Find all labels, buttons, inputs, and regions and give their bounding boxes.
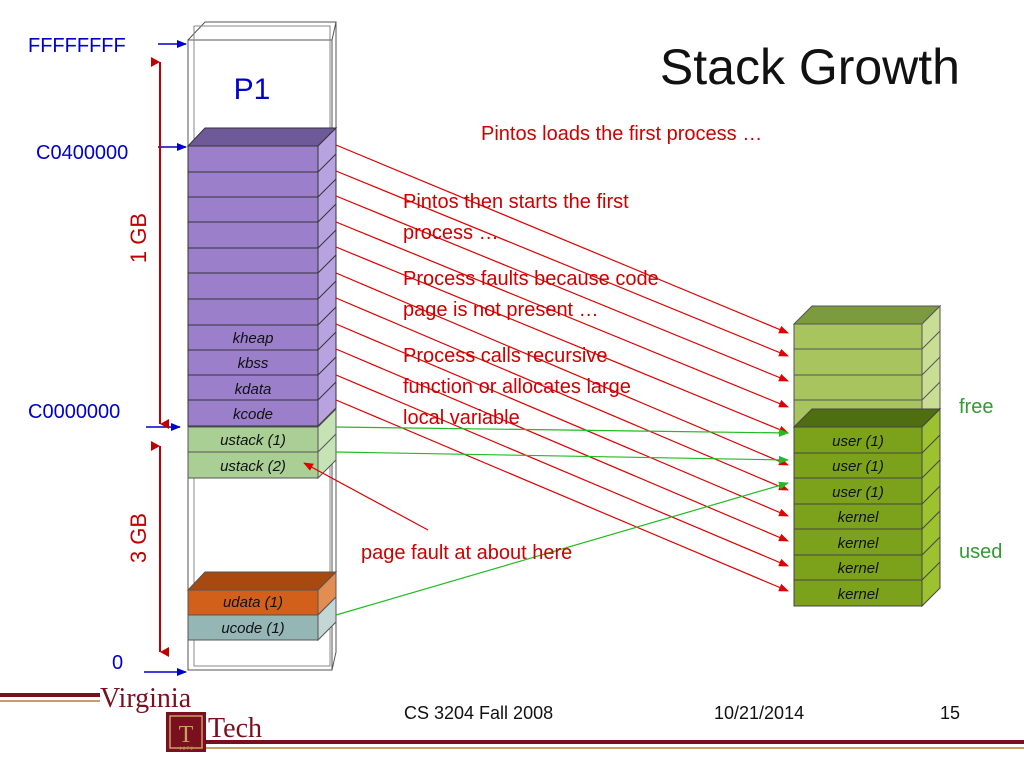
- narrative-recurse-line3: local variable: [403, 407, 520, 429]
- process-label: P1: [234, 73, 271, 106]
- frame-kernel-b: kernel: [838, 535, 880, 552]
- used-frame-pool: [792, 407, 942, 608]
- page-fault-pointer: [303, 462, 429, 531]
- size-label-3gb: 3 GB: [126, 513, 151, 563]
- used-label: used: [959, 541, 1002, 563]
- address-c0400000: C0400000: [36, 142, 128, 164]
- slide-title: Stack Growth: [660, 39, 960, 95]
- narrative-start-line1: Pintos then starts the first: [403, 191, 629, 213]
- svg-text:Tech: Tech: [208, 713, 262, 744]
- virginia-tech-logo: Virginia T 1 8 7 2 Tech: [100, 683, 262, 752]
- narrative-fault-line1: Process faults because code: [403, 268, 659, 290]
- segment-kheap: kheap: [233, 330, 274, 347]
- size-label-1gb: 1 GB: [126, 213, 151, 263]
- narrative-fault-line2: page is not present …: [403, 299, 599, 321]
- segment-udata: udata (1): [223, 594, 283, 611]
- segment-kcode: kcode: [233, 406, 273, 423]
- kernel-mapping-arrows: [335, 144, 789, 592]
- frame-kernel-c: kernel: [838, 560, 880, 577]
- frame-user-1-b: user (1): [832, 458, 884, 475]
- address-c0000000: C0000000: [28, 401, 120, 423]
- narrative-recurse-line2: function or allocates large: [403, 376, 631, 398]
- user-mapping-arrows: [335, 426, 789, 616]
- svg-text:T: T: [179, 722, 194, 748]
- narrative-recurse-line1: Process calls recursive: [403, 345, 608, 367]
- page-fault-note: page fault at about here: [361, 542, 572, 564]
- frame-user-1-c: user (1): [832, 484, 884, 501]
- footer: CS 3204 Fall 2008 10/21/2014 15 Virginia…: [0, 683, 1024, 752]
- frame-kernel-a: kernel: [838, 509, 880, 526]
- svg-text:1 8 7 2: 1 8 7 2: [179, 747, 193, 752]
- address-ffffffff: FFFFFFFF: [28, 35, 126, 57]
- free-frame-pool: [792, 304, 942, 428]
- kernel-pages: [186, 126, 338, 428]
- frame-user-1-a: user (1): [832, 433, 884, 450]
- narrative-start-line2: process …: [403, 222, 499, 244]
- free-label: free: [959, 396, 993, 418]
- segment-ustack-2: ustack (2): [220, 458, 286, 475]
- footer-course: CS 3204 Fall 2008: [404, 703, 553, 723]
- segment-kbss: kbss: [238, 355, 269, 372]
- user-stack-pages: [187, 407, 337, 480]
- footer-date: 10/21/2014: [714, 703, 804, 723]
- segment-ucode: ucode (1): [221, 620, 284, 637]
- address-zero: 0: [112, 652, 123, 674]
- svg-text:Virginia: Virginia: [100, 683, 192, 714]
- frame-kernel-d: kernel: [838, 586, 880, 603]
- segment-ustack-1: ustack (1): [220, 432, 286, 449]
- footer-page-number: 15: [940, 703, 960, 723]
- segment-kdata: kdata: [235, 381, 272, 398]
- narrative-load: Pintos loads the first process …: [481, 123, 762, 145]
- user-code-data-pages: [186, 570, 338, 642]
